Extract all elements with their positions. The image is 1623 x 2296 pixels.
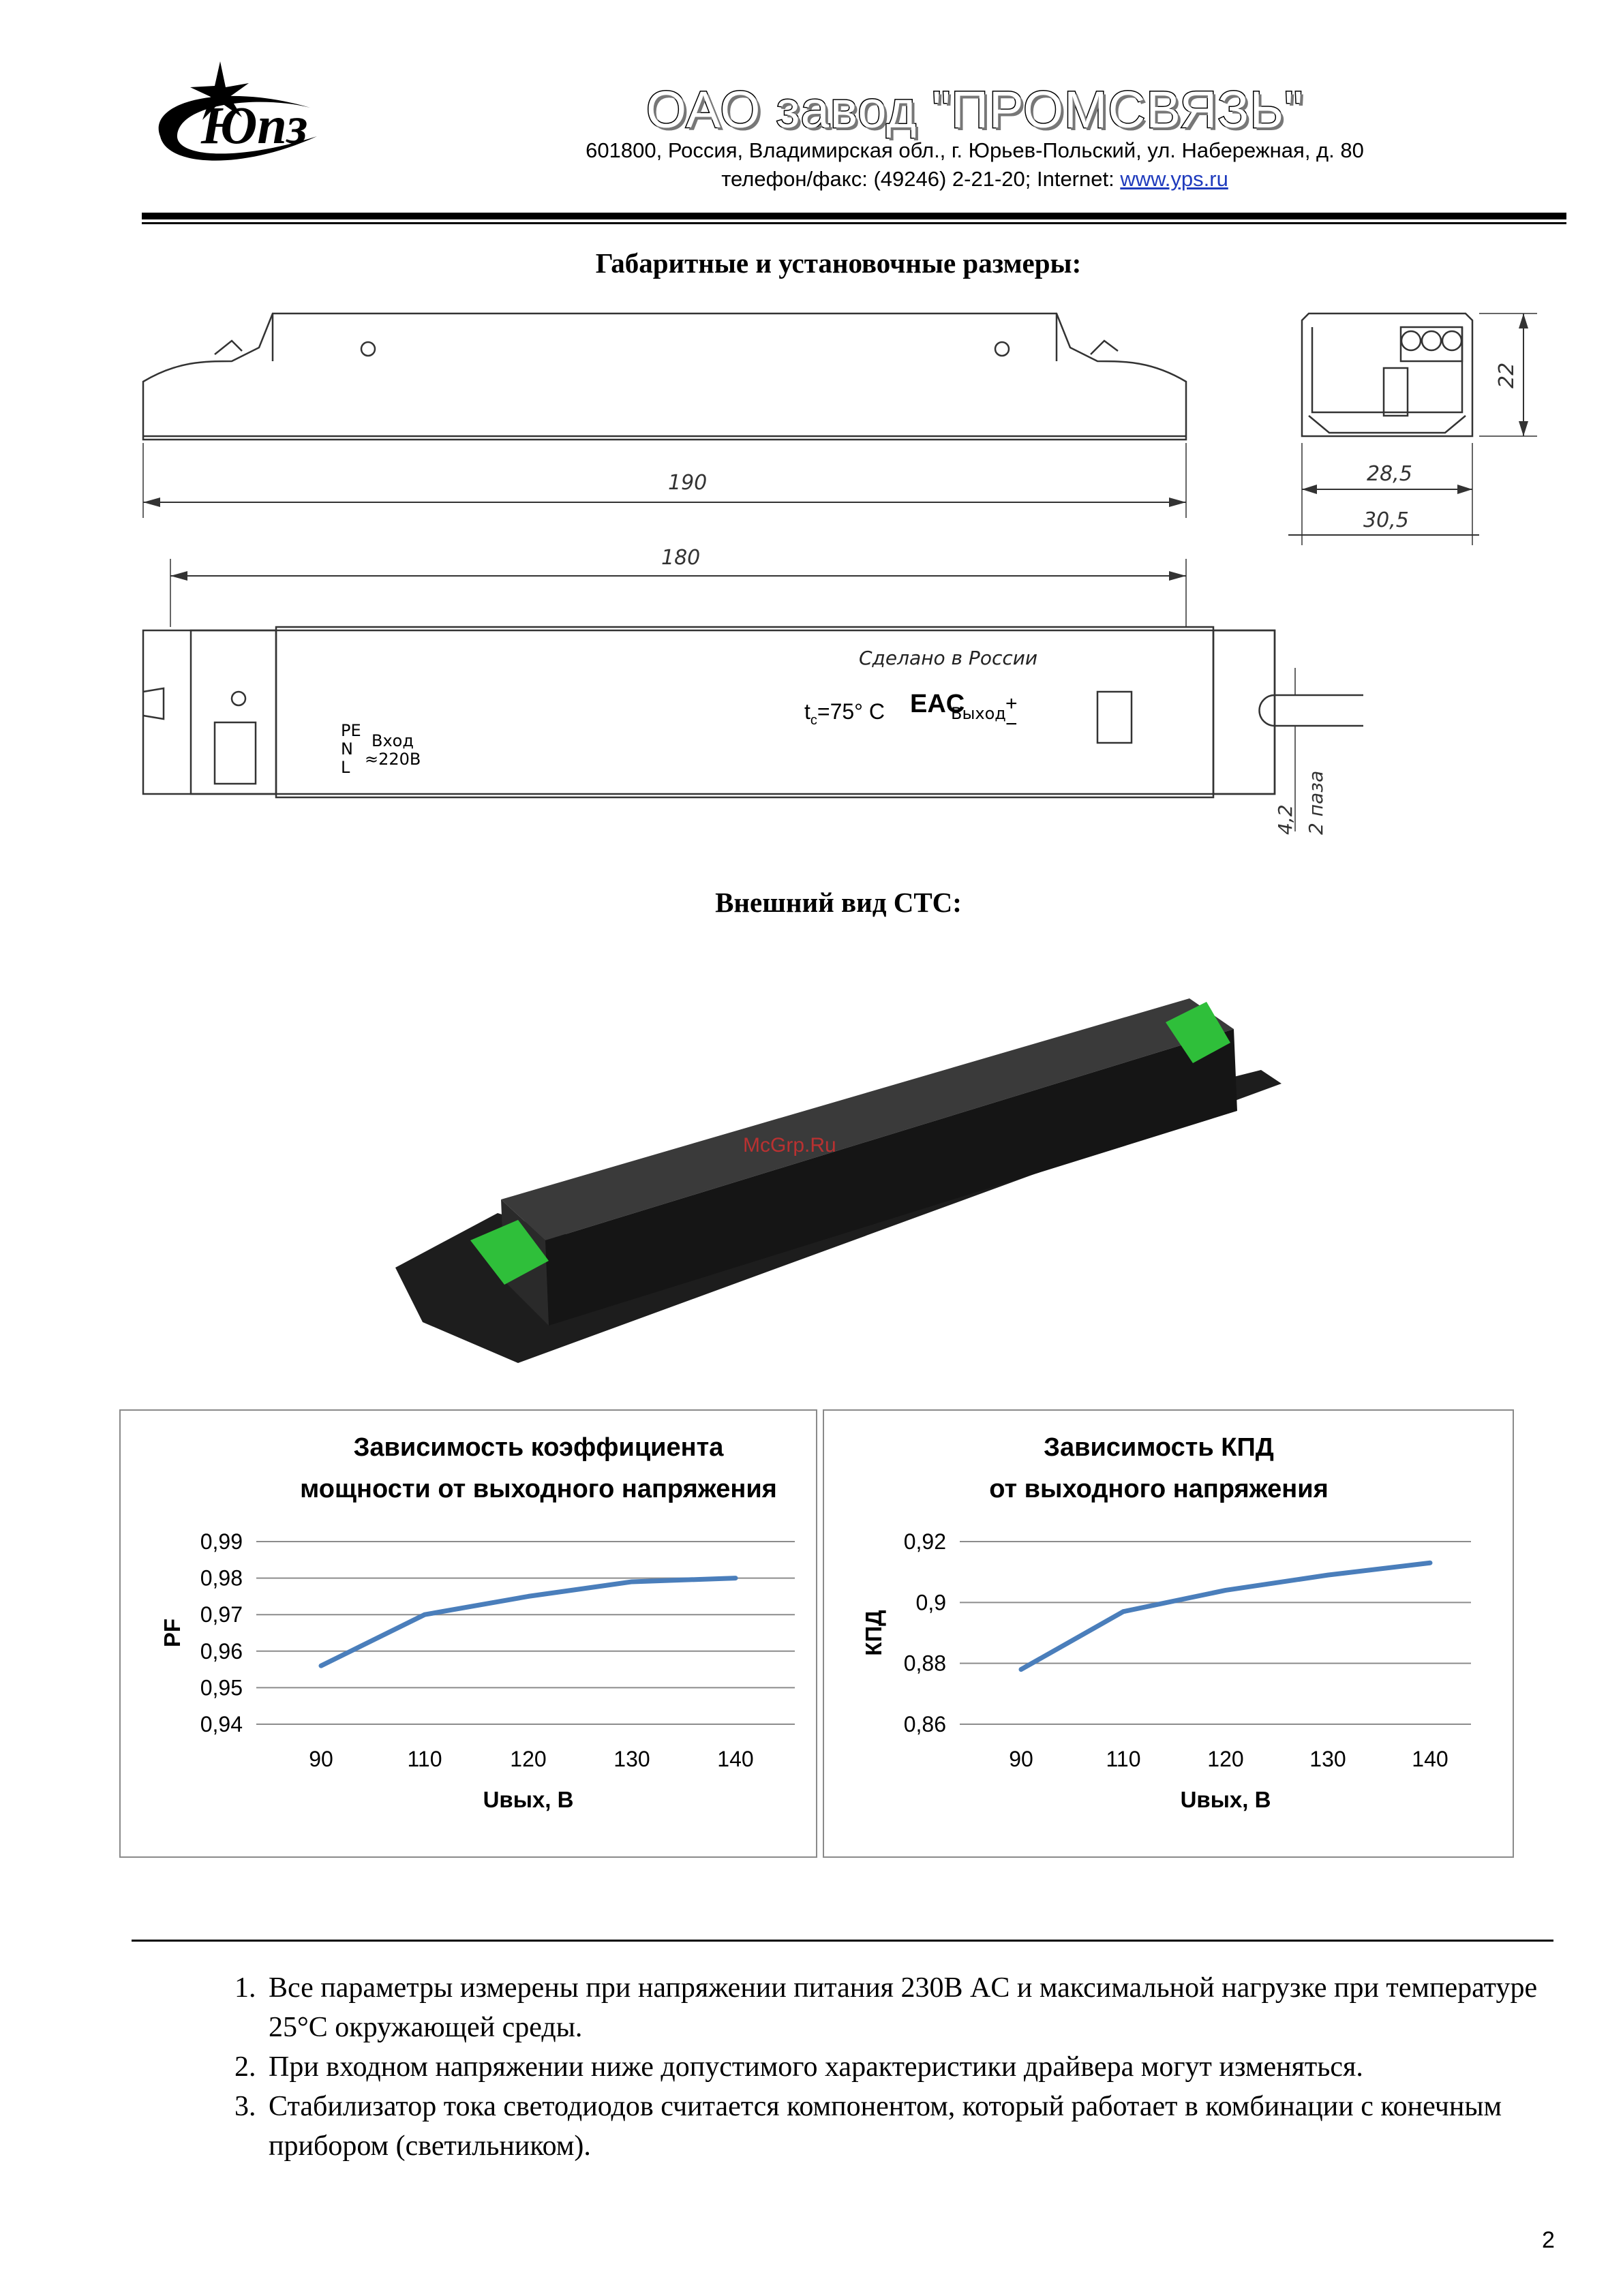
website-link[interactable]: www.yps.ru (1120, 167, 1228, 191)
company-address: 601800, Россия, Владимирская обл., г. Юр… (586, 138, 1364, 162)
chart-pf (119, 1409, 817, 1858)
output-minus: − (1005, 713, 1018, 735)
data-point (1020, 1668, 1022, 1670)
dim-30-5: 30,5 (1363, 508, 1409, 532)
header-rule-thin (142, 222, 1566, 224)
logo-text: Юпз (200, 95, 307, 155)
n-label: N (341, 739, 353, 759)
y-tick-label: 0,99 (200, 1529, 243, 1554)
dim-2-holes: 2 паза (1305, 771, 1327, 835)
y-tick-label: 0,96 (200, 1639, 243, 1664)
pe-label: PE (341, 721, 361, 740)
data-point (320, 1665, 322, 1667)
side-view-drawing: 190 (142, 312, 1187, 518)
y-axis-label: КПД (861, 1610, 886, 1655)
x-tick-label: 120 (1207, 1747, 1243, 1771)
chart-kpd (823, 1409, 1514, 1858)
note-1: Все параметры измерены при напряжении пи… (263, 1968, 1554, 2047)
y-tick-label: 0,86 (904, 1712, 946, 1736)
dim-4-2: 4,2 (1274, 804, 1296, 835)
dim-180: 180 (661, 546, 700, 570)
x-tick-label: 120 (510, 1747, 546, 1771)
x-tick-label: 110 (407, 1747, 442, 1771)
y-tick-label: 0,92 (904, 1529, 946, 1554)
output-label: Выход (951, 704, 1006, 723)
x-tick-label: 90 (1009, 1747, 1033, 1771)
y-tick-label: 0,95 (200, 1675, 243, 1700)
dim-22: 22 (1495, 363, 1519, 388)
notes-rule (132, 1940, 1553, 1942)
data-point (735, 1577, 736, 1579)
y-tick-label: 0,9 (916, 1590, 946, 1614)
x-tick-label: 130 (1309, 1747, 1346, 1771)
watermark: McGrp.Ru (743, 1134, 836, 1157)
data-point (1225, 1589, 1226, 1591)
header-rule (142, 213, 1566, 219)
data-point (528, 1595, 529, 1597)
data-point (631, 1580, 633, 1582)
top-view-drawing: 180 Сделано в России tc=75° C EAC Выход … (142, 546, 1363, 835)
tc-label: t (804, 699, 810, 724)
data-point (424, 1614, 425, 1616)
input-label: Вход (371, 731, 414, 750)
y-tick-label: 0,97 (200, 1602, 243, 1627)
x-tick-label: 130 (613, 1747, 650, 1771)
svg-text:tc=75° C: tc=75° C (804, 699, 885, 728)
dim-190: 190 (668, 471, 707, 495)
company-contacts: телефон/факс: (49246) 2-21-20; Internet:… (518, 167, 1431, 192)
x-axis-label: Uвых, В (483, 1787, 574, 1812)
data-point (1327, 1574, 1329, 1576)
data-point (1123, 1610, 1124, 1612)
notes-list: Все параметры измерены при напряжении пи… (204, 1968, 1554, 2166)
dimensions-heading: Габаритные и установочные размеры: (595, 247, 1082, 279)
x-tick-label: 110 (1106, 1747, 1140, 1771)
x-tick-label: 140 (717, 1747, 753, 1771)
tc-sub: c (810, 713, 817, 728)
dim-28-5: 28,5 (1367, 462, 1412, 486)
device-3d-image: McGrp.Ru (395, 998, 1281, 1363)
y-tick-label: 0,94 (200, 1712, 243, 1736)
end-view-drawing: 22 28,5 30,5 (1288, 312, 1537, 545)
company-logo: Юпз (158, 61, 317, 161)
external-view-heading: Внешний вид СТС: (715, 887, 962, 918)
eac-mark: EAC (910, 690, 965, 718)
l-label: L (341, 758, 350, 777)
output-plus: + (1005, 692, 1018, 715)
note-3: Стабилизатор тока светодиодов считается … (263, 2087, 1554, 2166)
note-2: При входном напряжении ниже допустимого … (263, 2047, 1554, 2087)
x-tick-label: 90 (309, 1747, 333, 1771)
series-line (318, 1576, 738, 1668)
x-tick-label: 140 (1412, 1747, 1448, 1771)
page-number: 2 (1542, 2227, 1555, 2253)
chart-pf-title-line2: мощности от выходного напряжения (300, 1475, 777, 1503)
chart-kpd-title-line2: от выходного напряжения (989, 1475, 1329, 1503)
chart-pf-plot: 0,99 0,98 0,97 0,96 0,95 0,94 90 110 120 130 140Uв… (160, 1529, 795, 1812)
series-line (1018, 1560, 1433, 1672)
y-tick-label: 0,98 (200, 1566, 243, 1591)
data-point (1429, 1562, 1431, 1564)
x-axis-label: Uвых, В (1181, 1787, 1271, 1812)
phone-text: телефон/факс: (49246) 2-21-20; Internet: (721, 167, 1121, 191)
y-tick-label: 0,88 (904, 1651, 946, 1676)
tc-value: =75° C (817, 699, 885, 724)
company-name: ОАО завод "ПРОМСВЯЗЬ" (645, 80, 1304, 140)
chart-kpd-title-line1: Зависимость КПД (1044, 1433, 1274, 1462)
input-voltage: ≈220В (365, 750, 421, 769)
y-axis-label: PF (160, 1619, 185, 1647)
chart-pf-title-line1: Зависимость коэффициента (353, 1433, 724, 1462)
made-in-russia: Сделано в России (859, 647, 1037, 669)
